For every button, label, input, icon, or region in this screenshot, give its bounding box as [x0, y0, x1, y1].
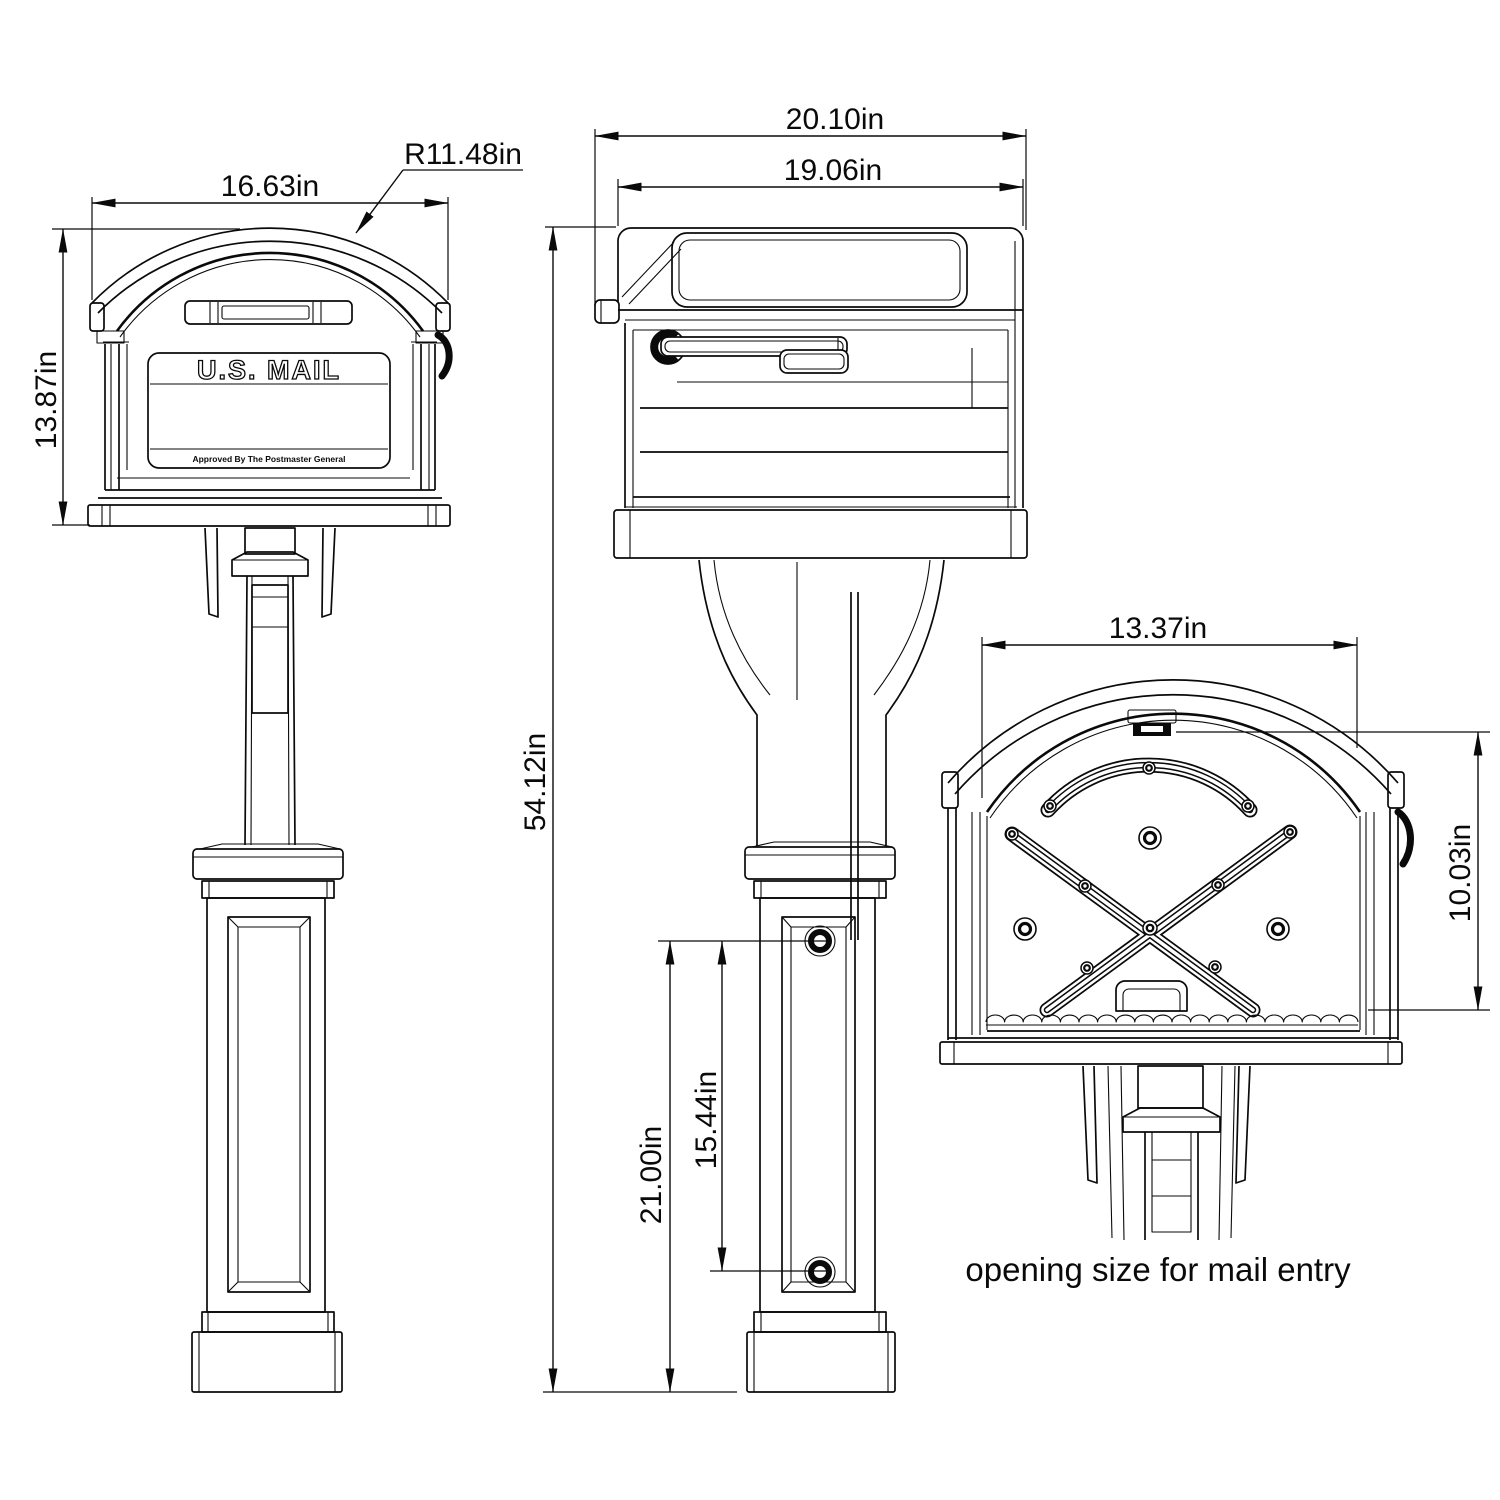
front-view: U.S. MAIL Approved By The Postmaster Gen…: [87, 227, 453, 1393]
front-roof-arch: [89, 227, 451, 344]
dim-label-overall-height: 54.12in: [519, 733, 552, 831]
back-door-latch: [1394, 808, 1414, 868]
dim-front-height: 13.87in: [30, 228, 240, 526]
dim-label-front-radius: R11.48in: [404, 138, 522, 171]
side-handle: [650, 329, 849, 374]
back-floor: [939, 1014, 1403, 1065]
front-lid-handle: [184, 300, 353, 325]
dim-label-front-height: 13.87in: [30, 351, 63, 449]
side-bracket: [698, 559, 945, 940]
dimension-annotations: 16.63in R11.48in 13.87in 20.10in 19.06in…: [30, 103, 1490, 1393]
x-brace-screw-holes: [1005, 825, 1297, 975]
dim-label-post-hole-spacing: 15.44in: [690, 1071, 723, 1169]
dim-front-radius: R11.48in: [355, 138, 523, 234]
dim-overall-height: 54.12in: [519, 226, 737, 1393]
dim-post-hole-spacing: 15.44in: [690, 940, 828, 1272]
dim-post-hole-to-ground: 21.00in: [635, 940, 828, 1393]
back-bolt-holes: [1013, 826, 1290, 941]
dim-side-overall-width: 20.10in: [594, 103, 1027, 306]
front-bracket: [204, 527, 336, 846]
dim-label-front-width: 16.63in: [221, 170, 319, 203]
postmaster-approved-label: Approved By The Postmaster General: [192, 454, 345, 464]
us-mail-label: U.S. MAIL: [197, 355, 341, 385]
opening-size-caption: opening size for mail entry: [965, 1251, 1351, 1288]
front-post: [191, 843, 344, 1393]
back-bracket: [1082, 1065, 1251, 1241]
back-view: opening size for mail entry: [939, 679, 1414, 1288]
dim-label-side-inner-width: 19.06in: [784, 154, 882, 187]
dim-side-inner-width: 19.06in: [617, 154, 1024, 226]
back-x-brace: [1004, 824, 1298, 1018]
dim-opening-width: 13.37in: [981, 612, 1358, 798]
dim-label-side-overall-width: 20.10in: [786, 103, 884, 136]
dim-label-opening-width: 13.37in: [1109, 612, 1207, 645]
side-view: [594, 227, 1028, 1393]
side-body: [613, 348, 1028, 559]
front-body-sides: [103, 341, 437, 490]
front-door-latch: [434, 331, 453, 380]
dim-label-opening-height: 10.03in: [1444, 824, 1477, 922]
front-base: [87, 477, 451, 527]
side-post: [744, 841, 896, 1393]
back-side-moldings: [947, 808, 1399, 1040]
dim-front-width: 16.63in: [91, 170, 449, 300]
back-bottom-tab: [1115, 980, 1188, 1012]
back-arc-brace: [1040, 757, 1258, 818]
back-top-latch: [1127, 709, 1177, 736]
back-roof-arch: [941, 679, 1405, 819]
side-lid: [594, 227, 1024, 508]
front-door: U.S. MAIL Approved By The Postmaster Gen…: [147, 352, 391, 469]
dim-label-post-hole-to-ground: 21.00in: [635, 1126, 668, 1224]
dim-opening-height: 10.03in: [1176, 731, 1490, 1011]
